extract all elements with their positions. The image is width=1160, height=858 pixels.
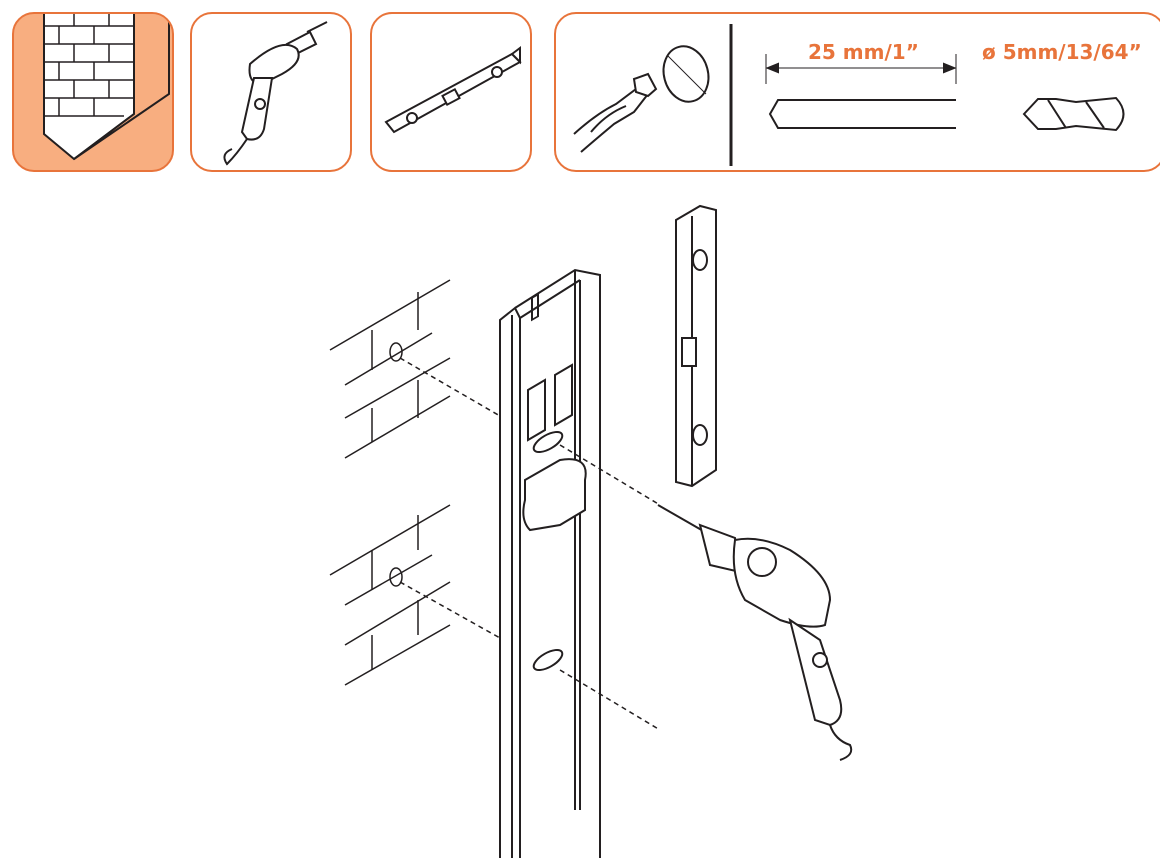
wall-bricks-icon: [329, 279, 451, 686]
brick-wall-icon: [43, 14, 170, 161]
power-drill-icon: [223, 21, 328, 166]
power-drill-icon: [657, 504, 853, 761]
wall-panel: [12, 12, 174, 172]
spirit-level-icon: [384, 46, 522, 134]
spirit-level-icon: [675, 204, 717, 488]
depth-label: 25 mm/1”: [808, 40, 919, 64]
drill-panel: [190, 12, 352, 172]
drill-bit-panel: 25 mm/1” ø 5mm/13/64”: [554, 12, 1160, 172]
bit-diameter-icon: [1022, 96, 1125, 132]
mounting-rail-icon: [499, 268, 601, 858]
main-illustration: [329, 204, 853, 858]
drill-depth-icon: [765, 54, 957, 129]
drill-bit-diagram: [573, 24, 1125, 166]
masonry-bit-icon: [573, 72, 658, 153]
diameter-label: ø 5mm/13/64”: [982, 40, 1142, 64]
alignment-guides: [399, 357, 661, 731]
level-panel: [370, 12, 532, 172]
